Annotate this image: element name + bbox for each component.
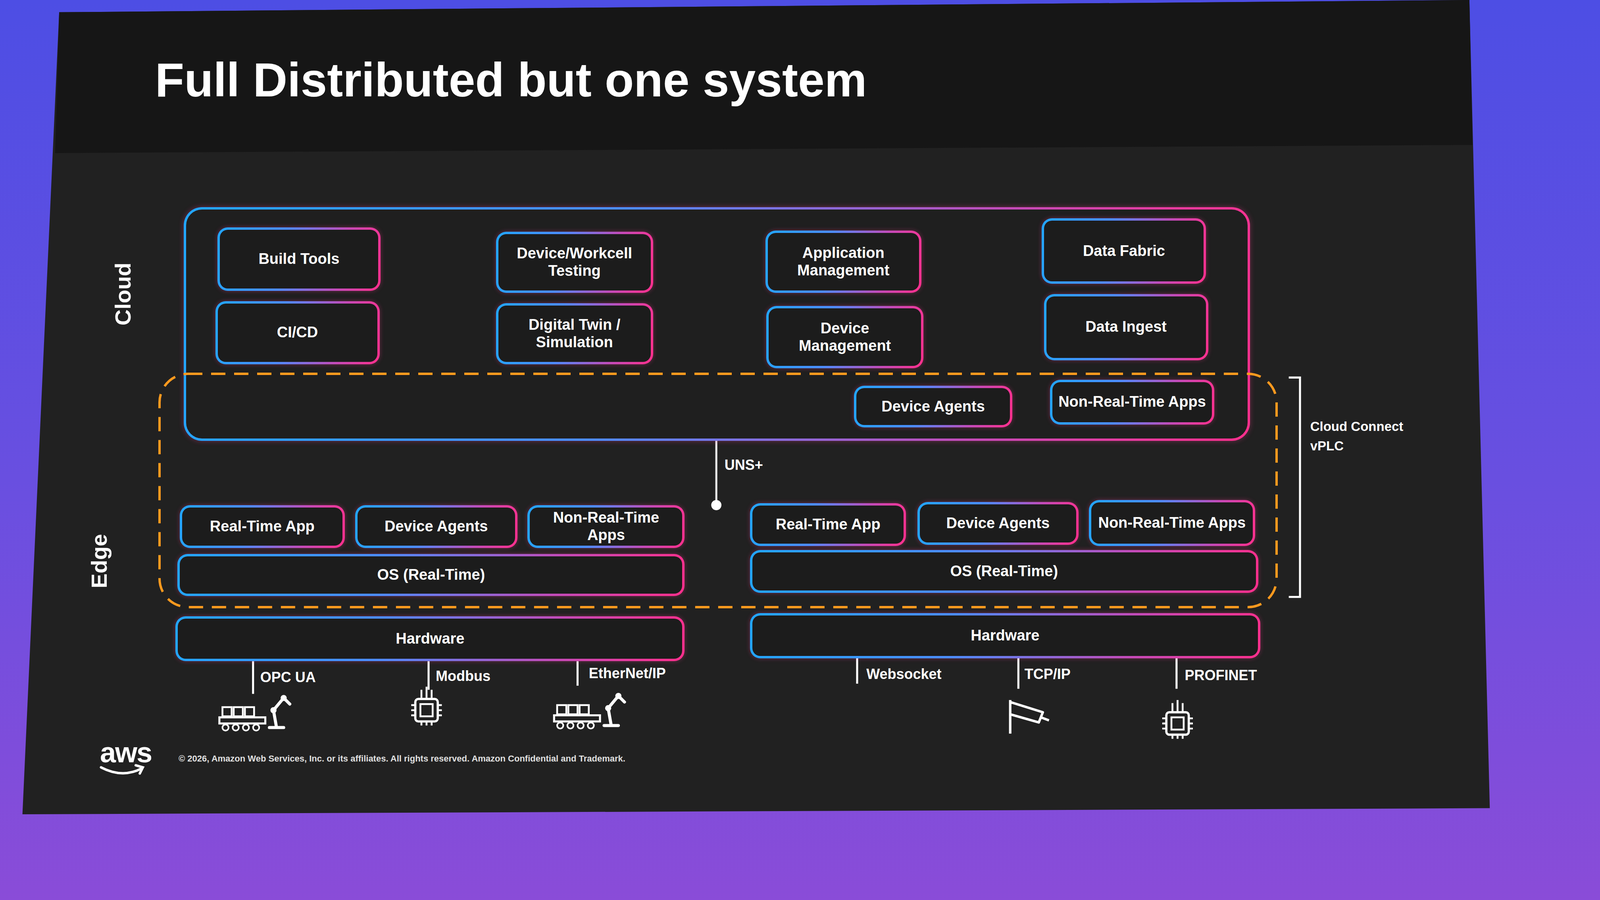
component-box: Device Agents <box>917 501 1079 545</box>
component-box: Application Management <box>765 230 922 293</box>
cloud-region: CloudBuild ToolsDevice/Workcell TestingA… <box>183 207 1250 441</box>
protocol-wire <box>576 661 579 686</box>
box-label: Non-Real-Time Apps <box>1058 393 1206 411</box>
component-box: Device/Workcell Testing <box>496 231 654 293</box>
protocol-wire <box>855 658 858 684</box>
box-label: Device/Workcell Testing <box>503 244 646 280</box>
region-label: Edge <box>86 534 112 589</box>
box-label: Hardware <box>395 630 465 648</box>
component-box: Real-Time App <box>750 503 906 547</box>
footer-note: © 2026, Amazon Web Services, Inc. or its… <box>178 753 626 764</box>
component-box: Hardware <box>750 613 1261 658</box>
component-box: Hardware <box>175 616 685 662</box>
box-label: Data Fabric <box>1082 242 1166 260</box>
chip-icon <box>411 686 442 726</box>
annotation-label: EtherNet/IP <box>588 665 666 682</box>
slide-title: Full Distributed but one system <box>155 51 868 109</box>
protocol-wire <box>427 661 430 690</box>
region-label: Cloud <box>109 262 136 326</box>
component-box: Build Tools <box>217 227 381 291</box>
camera-icon <box>1010 700 1050 734</box>
annotation-label: PROFINET <box>1184 667 1257 684</box>
box-label: Digital Twin / Simulation <box>503 316 646 351</box>
component-box: Device Agents <box>355 505 518 549</box>
annotation-label: TCP/IP <box>1024 666 1071 683</box>
component-box: Device Management <box>766 305 924 369</box>
chip-icon <box>1162 700 1193 739</box>
box-label: Device Agents <box>881 398 985 416</box>
box-label: CI/CD <box>276 323 318 342</box>
box-label: Device Agents <box>946 514 1050 533</box>
logo-text: aws <box>100 736 152 769</box>
box-label: OS (Real-Time) <box>377 566 486 584</box>
slide-body <box>22 0 1491 815</box>
annotation-label: OPC UA <box>260 669 316 686</box>
component-box: CI/CD <box>215 301 380 365</box>
component-box: Non-Real-Time Apps <box>1088 500 1256 547</box>
box-label: OS (Real-Time) <box>950 562 1058 581</box>
component-box: OS (Real-Time) <box>750 550 1259 593</box>
annotation-label: Cloud Connect <box>1310 419 1404 434</box>
component-box: Data Ingest <box>1044 294 1209 361</box>
box-label: Non-Real-Time Apps <box>1098 514 1246 532</box>
annotation-label: UNS+ <box>724 457 764 474</box>
box-label: Device Agents <box>384 517 488 536</box>
protocol-wire <box>251 661 254 694</box>
robot-icon <box>219 694 290 731</box>
annotation-label: Modbus <box>435 668 491 685</box>
slide-title-band <box>55 0 1473 154</box>
bracket <box>1288 377 1300 597</box>
component-box: Data Fabric <box>1041 218 1206 284</box>
box-label: Data Ingest <box>1085 318 1167 336</box>
component-box: Real-Time App <box>179 505 346 549</box>
box-label: Real-Time App <box>775 515 881 534</box>
box-label: Real-Time App <box>209 517 315 536</box>
component-box: OS (Real-Time) <box>177 553 685 596</box>
component-box: Device Agents <box>853 385 1013 428</box>
box-label: Device Management <box>774 319 916 355</box>
protocol-wire <box>1017 658 1020 689</box>
component-box: Digital Twin / Simulation <box>496 303 654 365</box>
annotation-label: Websocket <box>866 666 942 683</box>
component-box: Non-Real-Time Apps <box>527 505 685 549</box>
box-label: Application Management <box>773 244 914 279</box>
protocol-wire <box>1175 658 1178 689</box>
uns-dot <box>711 500 722 511</box>
dashed-border <box>159 373 1277 608</box>
component-box: Non-Real-Time Apps <box>1050 379 1215 425</box>
box-label: Build Tools <box>258 250 340 268</box>
annotation-label: vPLC <box>1310 438 1344 454</box>
robot-icon <box>553 692 625 729</box>
edge-region: EdgeReal-Time AppDevice AgentsNon-Real-T… <box>158 372 1278 609</box>
box-label: Non-Real-Time Apps <box>535 509 677 544</box>
box-label: Hardware <box>970 626 1040 645</box>
